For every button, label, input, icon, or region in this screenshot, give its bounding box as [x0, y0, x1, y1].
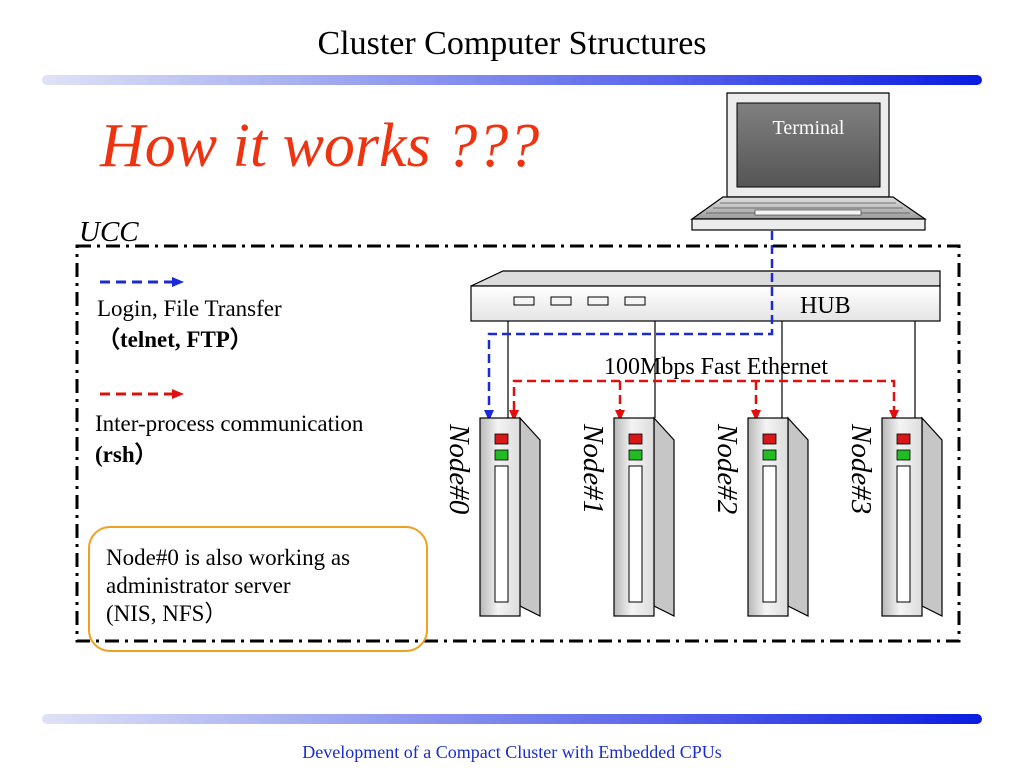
- note-line-2: administrator server: [106, 573, 291, 598]
- node-3-tower: [881, 416, 943, 617]
- ucc-label: UCC: [79, 216, 139, 248]
- legend-login-line2: （telnet, FTP）: [97, 327, 253, 352]
- legend-login-text: Login, File Transfer （telnet, FTP）: [97, 293, 282, 355]
- node-1-label: Node#1: [577, 424, 609, 515]
- legend-ipc-text: Inter-process communication (rsh）: [95, 408, 363, 470]
- footer-divider: [42, 714, 982, 724]
- note-line-3: (NIS, NFS）: [106, 601, 228, 626]
- legend-ipc-line2: (rsh）: [95, 442, 158, 467]
- legend-ipc-line1: Inter-process communication: [95, 411, 364, 436]
- heading: How it works ???: [100, 112, 540, 180]
- slide-footer: Development of a Compact Cluster with Em…: [302, 742, 722, 762]
- legend-ipc-arrow: [100, 389, 184, 399]
- node-2-tower: [747, 416, 809, 617]
- ipc-path: [509, 379, 899, 421]
- legend-login-arrow: [100, 277, 184, 287]
- note-line-1: Node#0 is also working as: [106, 545, 351, 570]
- admin-server-note: Node#0 is also working as administrator …: [88, 526, 428, 652]
- login-path: [484, 231, 774, 421]
- node-0-tower: [479, 416, 541, 617]
- hub-device: [470, 270, 941, 322]
- terminal-laptop: [690, 92, 927, 231]
- title-divider: [42, 75, 982, 85]
- legend-login-line1: Login, File Transfer: [97, 296, 282, 321]
- ucc-frame: [75, 244, 961, 643]
- node-2-label: Node#2: [711, 424, 743, 515]
- node-0-label: Node#0: [443, 424, 475, 515]
- node-1-tower: [613, 416, 675, 617]
- terminal-label: Terminal: [772, 117, 845, 139]
- network-label: 100Mbps Fast Ethernet: [604, 354, 828, 380]
- node-3-label: Node#3: [845, 424, 877, 515]
- slide-title: Cluster Computer Structures: [317, 25, 707, 62]
- hub-label: HUB: [800, 293, 851, 319]
